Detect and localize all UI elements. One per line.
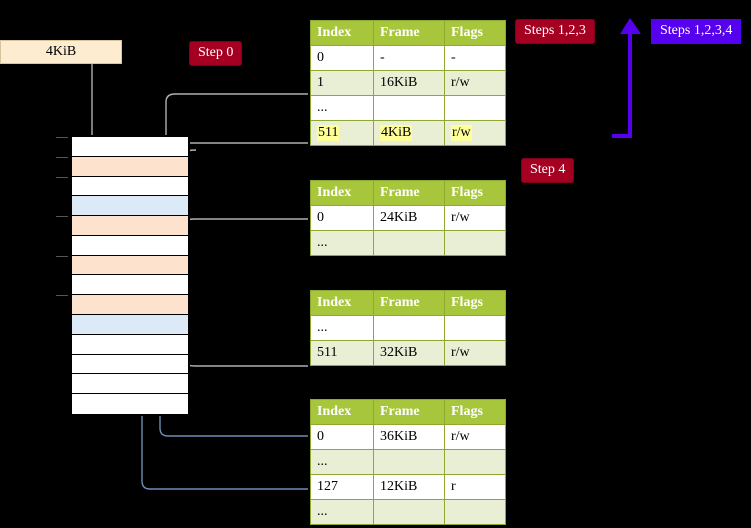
- column-header-frame: Frame: [373, 180, 445, 206]
- table-row: ...: [310, 315, 506, 341]
- table-cell: [373, 95, 445, 121]
- step4-badge: Step 4: [521, 158, 575, 183]
- table-cell: [373, 230, 445, 256]
- column-header-flags: Flags: [444, 180, 506, 206]
- memory-frame-row: [72, 334, 188, 355]
- table-cell: [373, 499, 445, 525]
- table-cell: 24KiB: [373, 205, 445, 231]
- table-cell: [373, 449, 445, 475]
- memory-frame-row: [72, 196, 188, 217]
- table-cell: 0: [310, 205, 374, 231]
- table-cell: 12KiB: [373, 474, 445, 500]
- table-row: 511 4KiB r/w: [310, 120, 506, 146]
- column-header-flags: Flags: [444, 399, 506, 425]
- memory-frame-row: [72, 315, 188, 335]
- memory-frame-row: [72, 137, 188, 157]
- column-header-index: Index: [310, 399, 374, 425]
- table-cell: ...: [310, 315, 374, 341]
- memory-frame-row: [72, 275, 188, 296]
- table-cell: 0: [310, 45, 374, 71]
- steps123-badge: Steps 1,2,3: [515, 19, 595, 44]
- table-cell: 16KiB: [373, 70, 445, 96]
- table-cell: 127: [310, 474, 374, 500]
- memory-tick: [56, 216, 68, 217]
- memory-frame-row: [72, 255, 188, 276]
- column-header-flags: Flags: [444, 20, 506, 46]
- table-cell: ...: [310, 449, 374, 475]
- frame-size-box: 4KiB: [0, 40, 122, 64]
- memory-frame-row: [72, 354, 188, 375]
- table-cell: r/w: [444, 205, 506, 231]
- memory-frame-row: [72, 295, 188, 316]
- table-cell: r/w: [444, 70, 506, 96]
- memory-frame-row: [72, 216, 188, 236]
- physical-memory-column: [70, 135, 190, 416]
- column-header-index: Index: [310, 180, 374, 206]
- table-cell: r/w: [444, 424, 506, 450]
- table-cell: [444, 230, 506, 256]
- memory-frame-row: [72, 374, 188, 395]
- column-header-frame: Frame: [373, 399, 445, 425]
- table-cell: r/w: [444, 120, 506, 146]
- highlighted-value: 511: [317, 124, 340, 141]
- table-cell: 1: [310, 70, 374, 96]
- table-row: ...: [310, 95, 506, 121]
- column-header-frame: Frame: [373, 290, 445, 316]
- table-row: ...: [310, 230, 506, 256]
- table-cell: ...: [310, 95, 374, 121]
- column-header-frame: Frame: [373, 20, 445, 46]
- table-cell: 511: [310, 340, 374, 366]
- table-cell: [444, 95, 506, 121]
- table-cell: [444, 499, 506, 525]
- steps1234-badge: Steps 1,2,3,4: [651, 19, 742, 44]
- table-cell: [444, 315, 506, 341]
- memory-frame-row: [72, 176, 188, 197]
- table-cell: 36KiB: [373, 424, 445, 450]
- table-cell: 511: [310, 120, 374, 146]
- table-cell: [444, 449, 506, 475]
- table-cell: ...: [310, 499, 374, 525]
- column-header-flags: Flags: [444, 290, 506, 316]
- table-cell: -: [373, 45, 445, 71]
- table-cell: ...: [310, 230, 374, 256]
- table-cell: 32KiB: [373, 340, 445, 366]
- highlighted-value: 4KiB: [380, 124, 413, 141]
- table-row: ...: [310, 499, 506, 525]
- column-header-index: Index: [310, 290, 374, 316]
- step0-badge: Step 0: [189, 41, 243, 66]
- table-cell: r/w: [444, 340, 506, 366]
- memory-frame-row: [72, 394, 188, 414]
- table-row: 0--: [310, 45, 506, 71]
- table-cell: 0: [310, 424, 374, 450]
- memory-tick: [56, 295, 68, 296]
- memory-tick: [56, 137, 68, 138]
- column-header-index: Index: [310, 20, 374, 46]
- table-cell: -: [444, 45, 506, 71]
- memory-tick: [56, 157, 68, 158]
- highlighted-value: r/w: [451, 124, 472, 141]
- table-row: ...: [310, 449, 506, 475]
- memory-frame-row: [72, 235, 188, 256]
- memory-tick: [56, 256, 68, 257]
- table-cell: 4KiB: [373, 120, 445, 146]
- memory-frame-row: [72, 156, 188, 177]
- memory-tick: [56, 177, 68, 178]
- table-cell: r: [444, 474, 506, 500]
- table-cell: [373, 315, 445, 341]
